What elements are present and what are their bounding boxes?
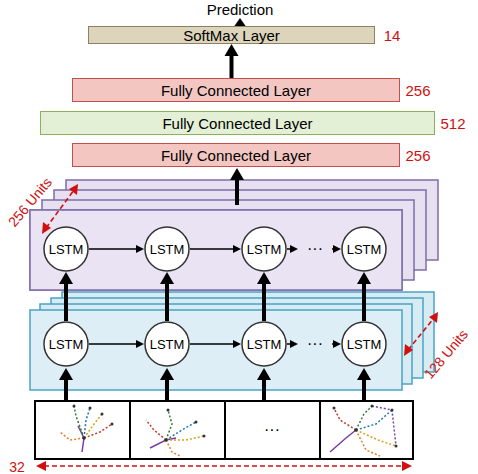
layer-name: SoftMax Layer [183, 27, 280, 44]
connector-line [332, 343, 335, 345]
sequence-length: 32 [9, 460, 25, 474]
connector [357, 272, 371, 321]
arrow-head [333, 245, 341, 253]
ellipsis: ··· [307, 241, 323, 257]
connector [59, 272, 73, 321]
lstm-cell: LSTM [43, 226, 89, 272]
connector-line [89, 343, 138, 345]
size-number: 256 [405, 148, 430, 163]
connector-line [190, 248, 235, 250]
lstm-layer-front [30, 210, 402, 290]
cell-name: LSTM [150, 242, 185, 257]
cell-circle [44, 227, 88, 271]
input-arrows [59, 368, 371, 400]
cell-name: LSTM [150, 337, 185, 352]
arrow-head [290, 340, 298, 348]
cell-circle [44, 322, 88, 366]
lstm-cell: LSTM [144, 226, 190, 272]
dense-layer: Fully Connected Layer [72, 78, 400, 102]
connector-line [190, 343, 235, 345]
arrow-head [233, 340, 241, 348]
lstm-layer-stack [30, 180, 438, 290]
ellipsis: ··· [307, 336, 323, 352]
connector [89, 340, 144, 348]
arrow-head [290, 245, 298, 253]
cell-name: LSTM [247, 337, 282, 352]
connector [257, 272, 271, 321]
arrow-head [160, 272, 174, 284]
lstm-cell: LSTM [341, 226, 387, 272]
size-number: 14 [384, 28, 401, 43]
cell-circle [342, 322, 386, 366]
cell-circle [242, 227, 286, 271]
arrow-head [225, 44, 239, 56]
arrow-head [136, 340, 144, 348]
connector-line [287, 248, 292, 250]
connector-line [332, 248, 335, 250]
layer-name: Fully Connected Layer [161, 82, 311, 99]
cell-circle [342, 227, 386, 271]
dense-layer: Fully Connected Layer [40, 111, 435, 135]
connector-line [287, 343, 292, 345]
connector [160, 272, 174, 321]
size-number: 512 [440, 116, 465, 131]
cell-name: LSTM [247, 242, 282, 257]
layer-name: Fully Connected Layer [162, 115, 312, 132]
layer-name: Fully Connected Layer [161, 147, 311, 164]
dimension-arrow [36, 461, 412, 471]
connector-line [362, 282, 366, 321]
cell-circle [242, 322, 286, 366]
cell-name: LSTM [347, 242, 382, 257]
arrow-head [59, 272, 73, 284]
connector [89, 245, 144, 253]
arrow-head [357, 272, 371, 284]
cell-name: LSTM [49, 242, 84, 257]
connector-line [64, 282, 68, 321]
connector [190, 340, 241, 348]
connector-line [262, 282, 266, 321]
cell-name: LSTM [347, 337, 382, 352]
dimension-arrow [404, 312, 438, 356]
cell-circle [145, 322, 189, 366]
arrow-head [136, 245, 144, 253]
arrow-head [233, 245, 241, 253]
arrow-head [333, 340, 341, 348]
lstm-cell: LSTM [43, 321, 89, 367]
hand-skeleton [60, 405, 114, 453]
connector-line [230, 54, 234, 78]
output-label: Prediction [207, 2, 274, 17]
hand-skeleton [146, 409, 206, 457]
arrow-head [257, 272, 271, 284]
size-number: 256 [405, 83, 430, 98]
input-frames [35, 401, 413, 459]
lstm-layer-stack [30, 292, 434, 390]
dense-layer: Fully Connected Layer [72, 143, 400, 167]
layer-arrow [230, 168, 244, 205]
connector-line [89, 248, 138, 250]
lstm-cell: LSTM [144, 321, 190, 367]
lstm-cell: LSTM [241, 321, 287, 367]
softmax-layer: SoftMax Layer [88, 26, 375, 44]
cell-name: LSTM [49, 337, 84, 352]
connector [225, 44, 239, 78]
ellipsis: ··· [264, 422, 280, 438]
cell-circle [145, 227, 189, 271]
hand-skeleton [330, 405, 398, 457]
lstm-cell: LSTM [341, 321, 387, 367]
connector [190, 245, 241, 253]
connector-line [165, 282, 169, 321]
lstm-cell: LSTM [241, 226, 287, 272]
